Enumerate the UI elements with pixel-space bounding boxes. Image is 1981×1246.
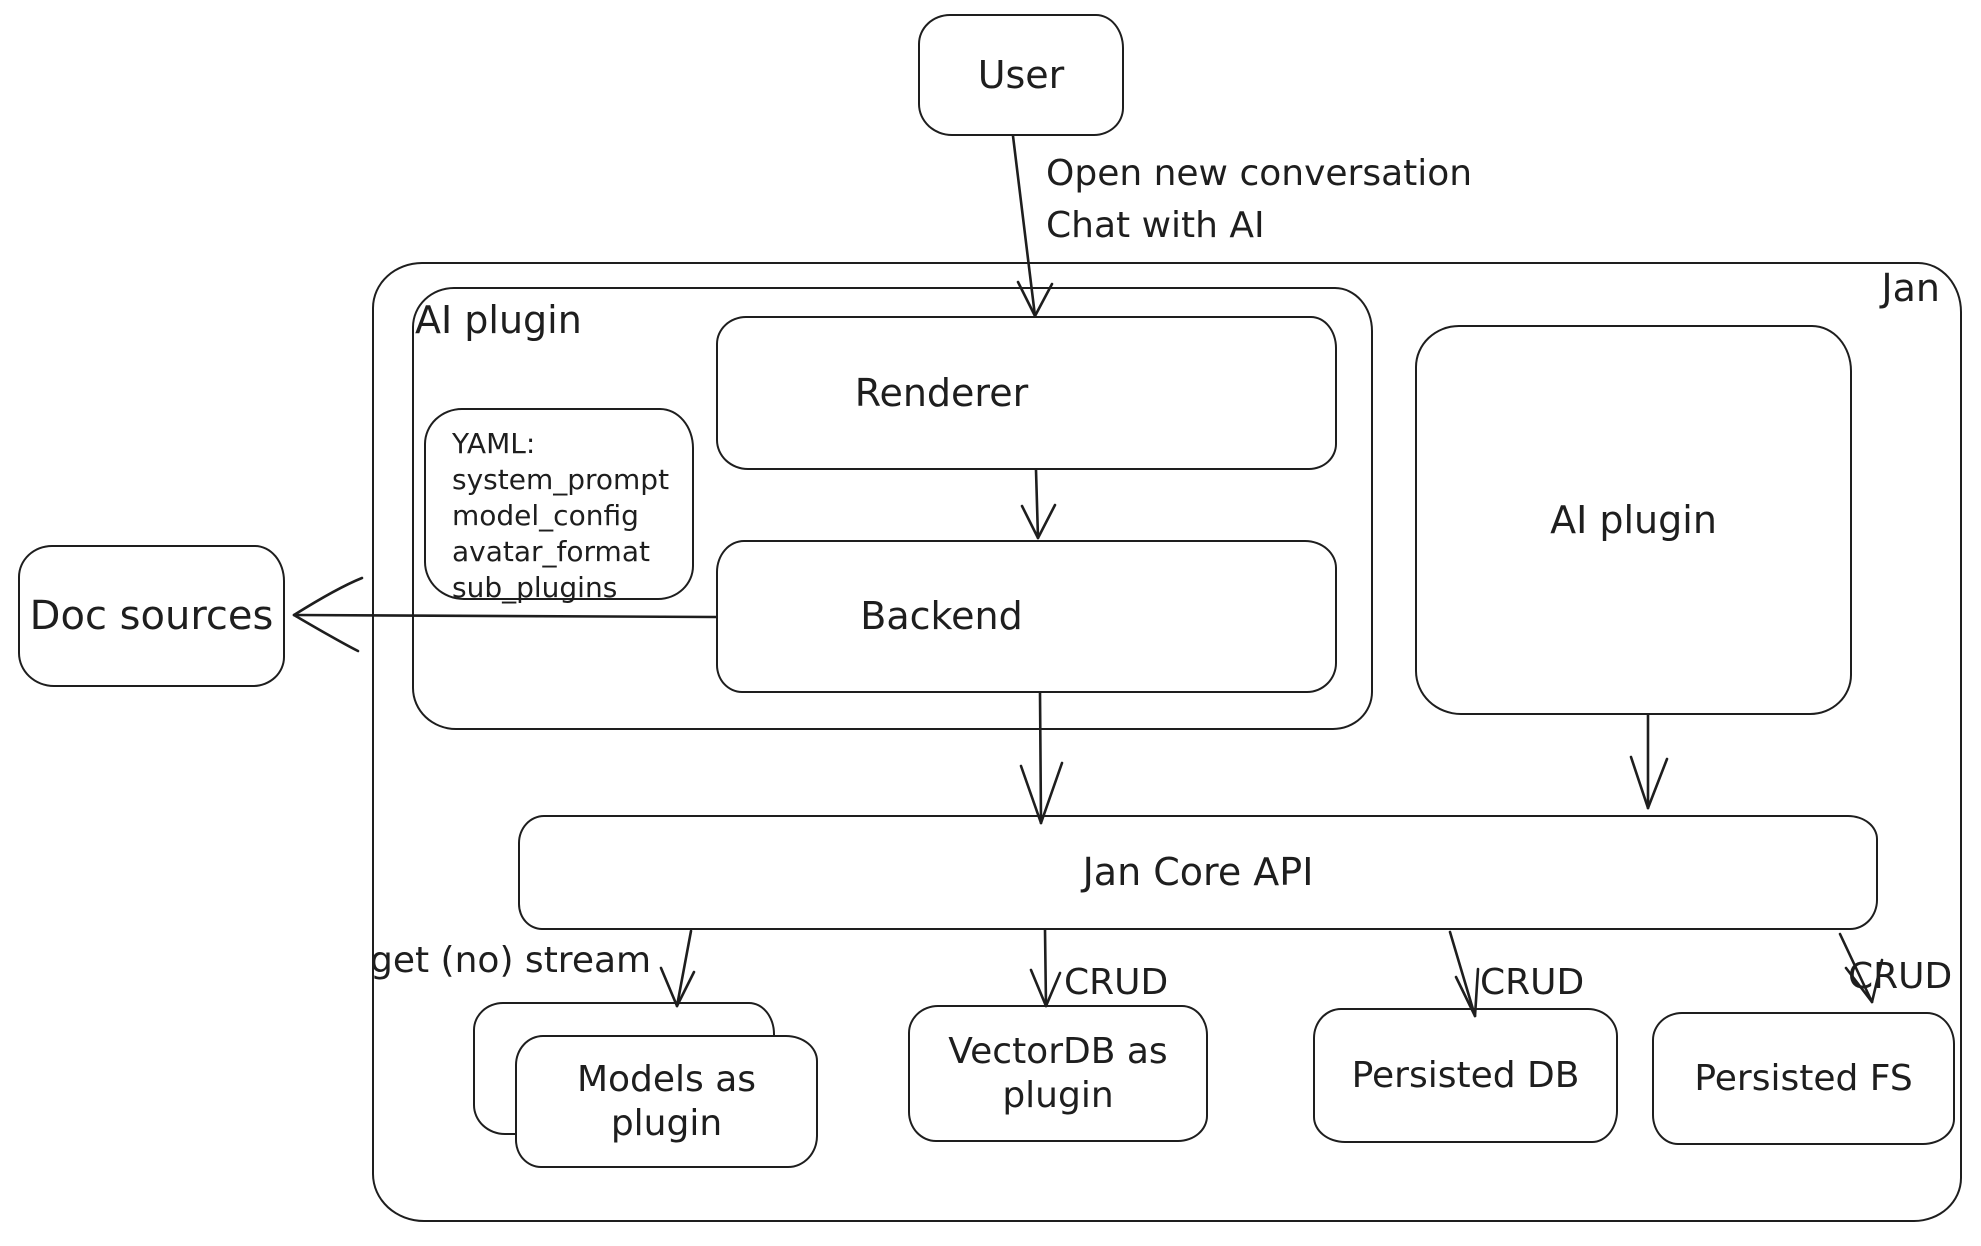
jan-core-api-node: Jan Core API — [518, 815, 1878, 930]
vectordb-edge-label: CRUD — [1064, 962, 1169, 1003]
persisted-fs-edge-label: CRUD — [1848, 956, 1953, 997]
vectordb-plugin-label: VectorDB as plugin — [948, 1030, 1168, 1116]
user-node: User — [918, 14, 1124, 136]
yaml-line: avatar_format — [452, 535, 650, 568]
ai-plugin-right-node: AI plugin — [1415, 325, 1852, 715]
ai-plugin-left-label: AI plugin — [415, 298, 582, 342]
yaml-line: model_config — [452, 499, 639, 532]
models-plugin-label: Models as plugin — [576, 1058, 757, 1144]
arrowhead-backend-to-doc-sources — [292, 576, 364, 653]
user-edge-label: Open new conversation Chat with AI — [1046, 148, 1472, 252]
renderer-label: Renderer — [854, 370, 1029, 415]
vectordb-plugin-node: VectorDB as plugin — [908, 1005, 1208, 1142]
jan-container-box — [372, 262, 1962, 1222]
persisted-db-label: Persisted DB — [1351, 1054, 1580, 1096]
doc-sources-node: Doc sources — [18, 545, 285, 687]
user-label: User — [977, 52, 1065, 97]
models-plugin-node: Models as plugin — [515, 1035, 818, 1168]
renderer-node: Renderer — [716, 316, 1337, 470]
jan-core-api-label: Jan Core API — [1082, 850, 1314, 895]
jan-container-label: Jan — [1881, 266, 1940, 310]
models-edge-label: get (no) stream — [370, 940, 652, 981]
backend-node: Backend — [716, 540, 1337, 693]
persisted-db-node: Persisted DB — [1313, 1008, 1618, 1143]
yaml-line: sub_plugins — [452, 571, 618, 604]
user-edge-label-line2: Chat with AI — [1046, 205, 1265, 247]
backend-label: Backend — [860, 594, 1023, 639]
user-edge-label-line1: Open new conversation — [1046, 153, 1473, 194]
ai-plugin-left-container-box — [412, 287, 1373, 730]
persisted-db-edge-label: CRUD — [1480, 962, 1585, 1003]
yaml-line: YAML: — [452, 427, 536, 460]
yaml-line: system_prompt — [452, 463, 670, 496]
doc-sources-label: Doc sources — [29, 592, 274, 639]
ai-plugin-right-label: AI plugin — [1550, 497, 1717, 542]
persisted-fs-node: Persisted FS — [1652, 1012, 1955, 1145]
persisted-fs-label: Persisted FS — [1694, 1057, 1913, 1099]
yaml-note: YAML: system_prompt model_config avatar_… — [424, 408, 694, 604]
